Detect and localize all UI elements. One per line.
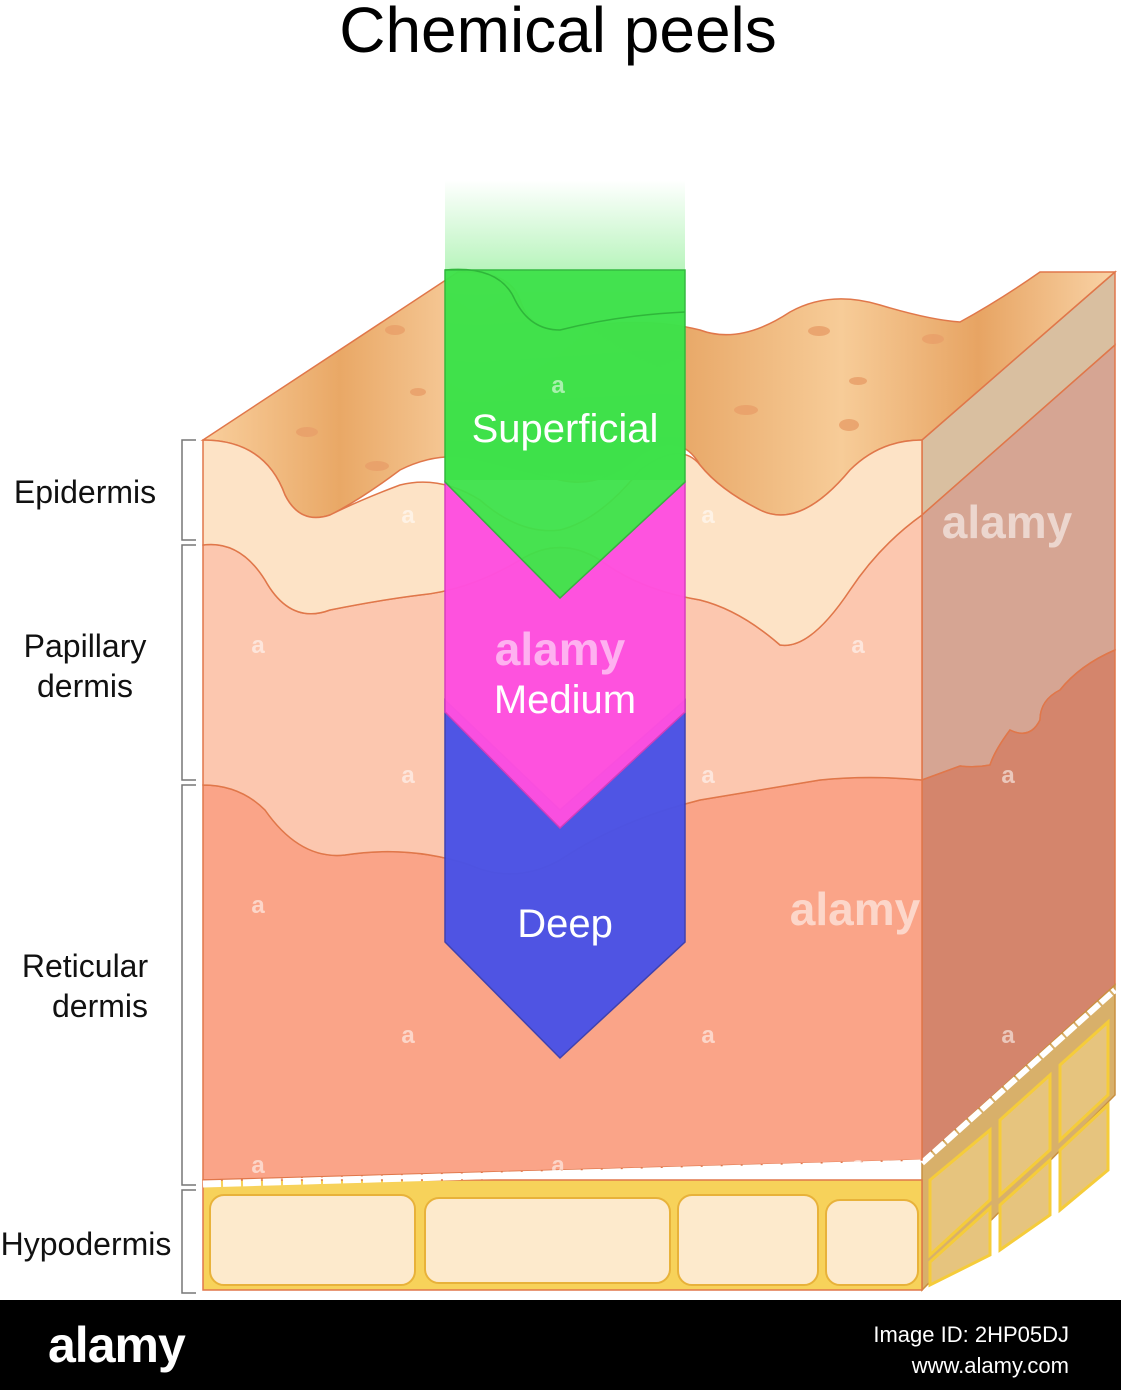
watermark-mark: a — [251, 892, 265, 919]
watermark-mark: a — [401, 1022, 415, 1049]
stock-footer: alamy Image ID: 2HP05DJ www.alamy.com — [0, 1300, 1121, 1390]
front-fat-cells — [209, 1194, 919, 1286]
watermark-mark: a — [701, 1022, 715, 1049]
watermark-mark: a — [251, 1152, 265, 1179]
footer-image-id: Image ID: 2HP05DJ — [873, 1322, 1069, 1347]
epidermis-label: Epidermis — [14, 474, 156, 510]
beam-skin-contour — [444, 268, 686, 331]
hypodermis-bracket — [181, 1189, 196, 1294]
watermark-mark: a — [401, 762, 415, 789]
footer-logo: alamy — [48, 1317, 186, 1373]
hypodermis-label: Hypodermis — [1, 1226, 172, 1262]
watermark-mark: a — [1001, 762, 1015, 789]
block-side-face — [919, 270, 1118, 1292]
skin-pores — [296, 325, 944, 471]
watermark-mark: a — [851, 1152, 865, 1179]
papillary-bracket — [181, 544, 196, 781]
reticular-dermis-label-line2: dermis — [52, 988, 148, 1024]
side-basement-membrane — [919, 987, 1118, 1166]
watermark-mark: a — [701, 762, 715, 789]
layer-brackets — [181, 439, 196, 1294]
watermark-mark: a — [551, 372, 565, 399]
watermark-mark: a — [251, 632, 265, 659]
papillary-dermis-label-line2: dermis — [37, 668, 133, 704]
superficial-peel-region — [444, 269, 686, 600]
peel-depth-indicator: Superficial Medium Deep — [444, 268, 686, 1060]
watermark-mark: a — [701, 502, 715, 529]
watermark-mark: a — [551, 1152, 565, 1179]
watermark-brand: alamy — [790, 883, 921, 935]
side-reticular — [921, 648, 1116, 1162]
watermark-mark: a — [1001, 1022, 1015, 1049]
watermarks: a a a a a a a a a a a a a a a alamy alam… — [251, 372, 1072, 1179]
footer-image-info: Image ID: 2HP05DJ www.alamy.com — [873, 1320, 1069, 1382]
watermark-brand: alamy — [495, 623, 626, 675]
page-title: Chemical peels — [339, 0, 777, 66]
medium-label: Medium — [494, 678, 636, 722]
watermark-brand: alamy — [942, 496, 1073, 548]
watermark-mark: a — [851, 632, 865, 659]
epidermis-bracket — [181, 439, 196, 541]
deep-label: Deep — [517, 902, 613, 946]
watermark-mark: a — [401, 502, 415, 529]
reticular-bracket — [181, 784, 196, 1186]
side-fat-cells — [928, 1018, 1110, 1288]
superficial-label: Superficial — [472, 407, 659, 451]
reticular-dermis-label-line1: Reticular — [22, 948, 149, 984]
layer-labels: Epidermis Papillary dermis Reticular der… — [1, 474, 172, 1262]
footer-site: www.alamy.com — [911, 1352, 1069, 1378]
papillary-dermis-label-line1: Papillary — [24, 628, 147, 664]
